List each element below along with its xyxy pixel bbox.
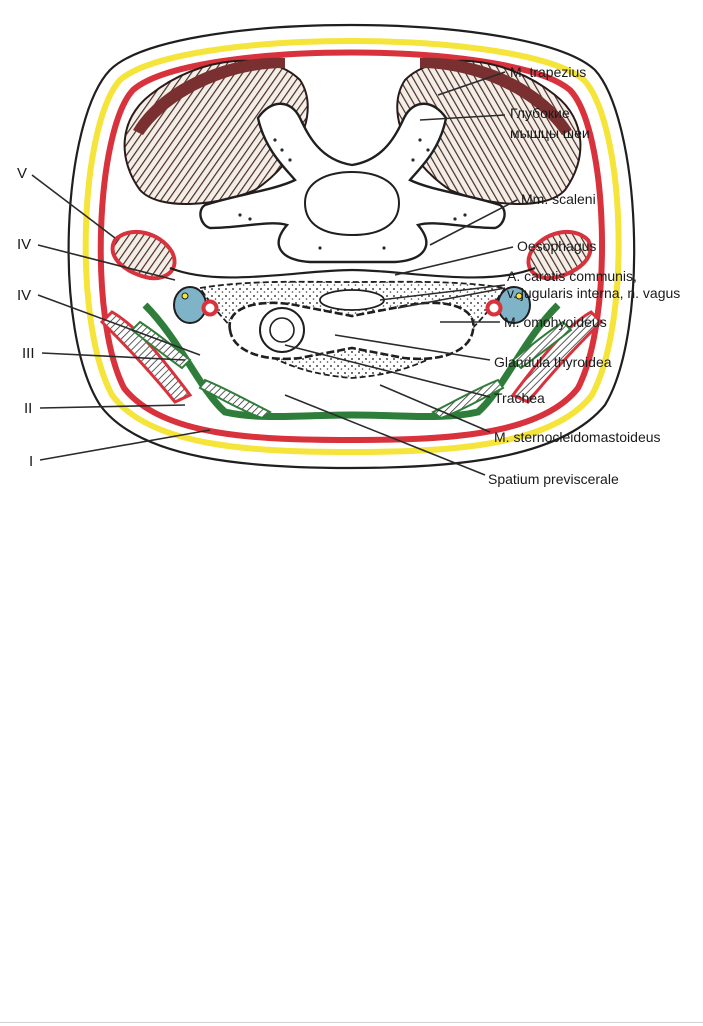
bottom-divider (0, 1022, 703, 1023)
omohyoid-right (511, 320, 573, 370)
leader-ii (39, 404, 186, 409)
label-scaleni: Mm. scaleni (521, 191, 596, 207)
leader-carotis-1 (379, 284, 506, 301)
fascia-3-green-right (351, 302, 561, 421)
leader-trachea (284, 344, 491, 398)
leader-sternocleidomastoideus (379, 384, 491, 433)
neurovascular-bundle-right (485, 286, 531, 324)
scalene-muscle-left (110, 230, 177, 281)
leader-thyroidea (334, 334, 491, 361)
label-omohyoideus: M. omohyoideus (504, 314, 607, 330)
vertebral-canal (303, 170, 401, 237)
leader-deep-muscles (419, 114, 506, 121)
label-trachea: Trachea (494, 390, 545, 406)
fascia-2-red (97, 49, 605, 444)
leader-i (39, 429, 211, 461)
fascia-label-iv-lower: IV (17, 287, 31, 304)
trapezius-band-left (133, 57, 285, 135)
leader-scaleni (429, 199, 518, 246)
fascia-label-i: I (29, 453, 33, 470)
label-thyroidea: Glandula thyroidea (494, 354, 612, 370)
label-deep-muscles-line2: мышцы шеи (510, 125, 590, 141)
fascia-label-ii: II (24, 400, 32, 417)
leader-carotis-2 (397, 287, 506, 309)
fascia-label-iii: III (22, 345, 35, 362)
fascia-label-v: V (17, 165, 27, 182)
infrahyoid-muscle-right (431, 378, 505, 420)
leader-iii (41, 352, 186, 361)
label-trapezius: M. trapezius (510, 64, 586, 80)
label-oesophagus: Oesophagus (517, 238, 596, 254)
leader-previscerale (284, 394, 486, 476)
trapezius-band-right (420, 57, 572, 135)
oesophagus-lumen (319, 289, 385, 311)
leader-v (31, 174, 116, 239)
fascia-3-green-left (142, 302, 353, 421)
leader-trapezius (437, 71, 506, 96)
leader-iv-lower (37, 294, 201, 356)
neurovascular-bundle-left (173, 286, 219, 324)
scalene-muscle-right (526, 230, 593, 281)
label-carotis-line2: v. jugularis interna, n. vagus (507, 285, 680, 301)
fascia-label-iv-upper: IV (17, 236, 31, 253)
label-previscerale: Spatium previscerale (488, 471, 619, 487)
leader-iv-upper (37, 244, 176, 281)
label-deep-muscles-line1: Глубокие (510, 105, 570, 121)
fascia-4-prevertebral (169, 266, 536, 279)
infrahyoid-muscle-left (198, 378, 272, 420)
label-carotis-line1: A. carotis communis, (507, 268, 637, 284)
omohyoid-left (130, 320, 192, 370)
label-sternocleidomastoideus: M. sternocleidomastoideus (494, 429, 661, 445)
leader-oesophagus (394, 246, 514, 276)
trachea-lumen (269, 317, 295, 343)
fascia-1-yellow (82, 38, 622, 456)
vertebra-stipple (238, 138, 467, 250)
